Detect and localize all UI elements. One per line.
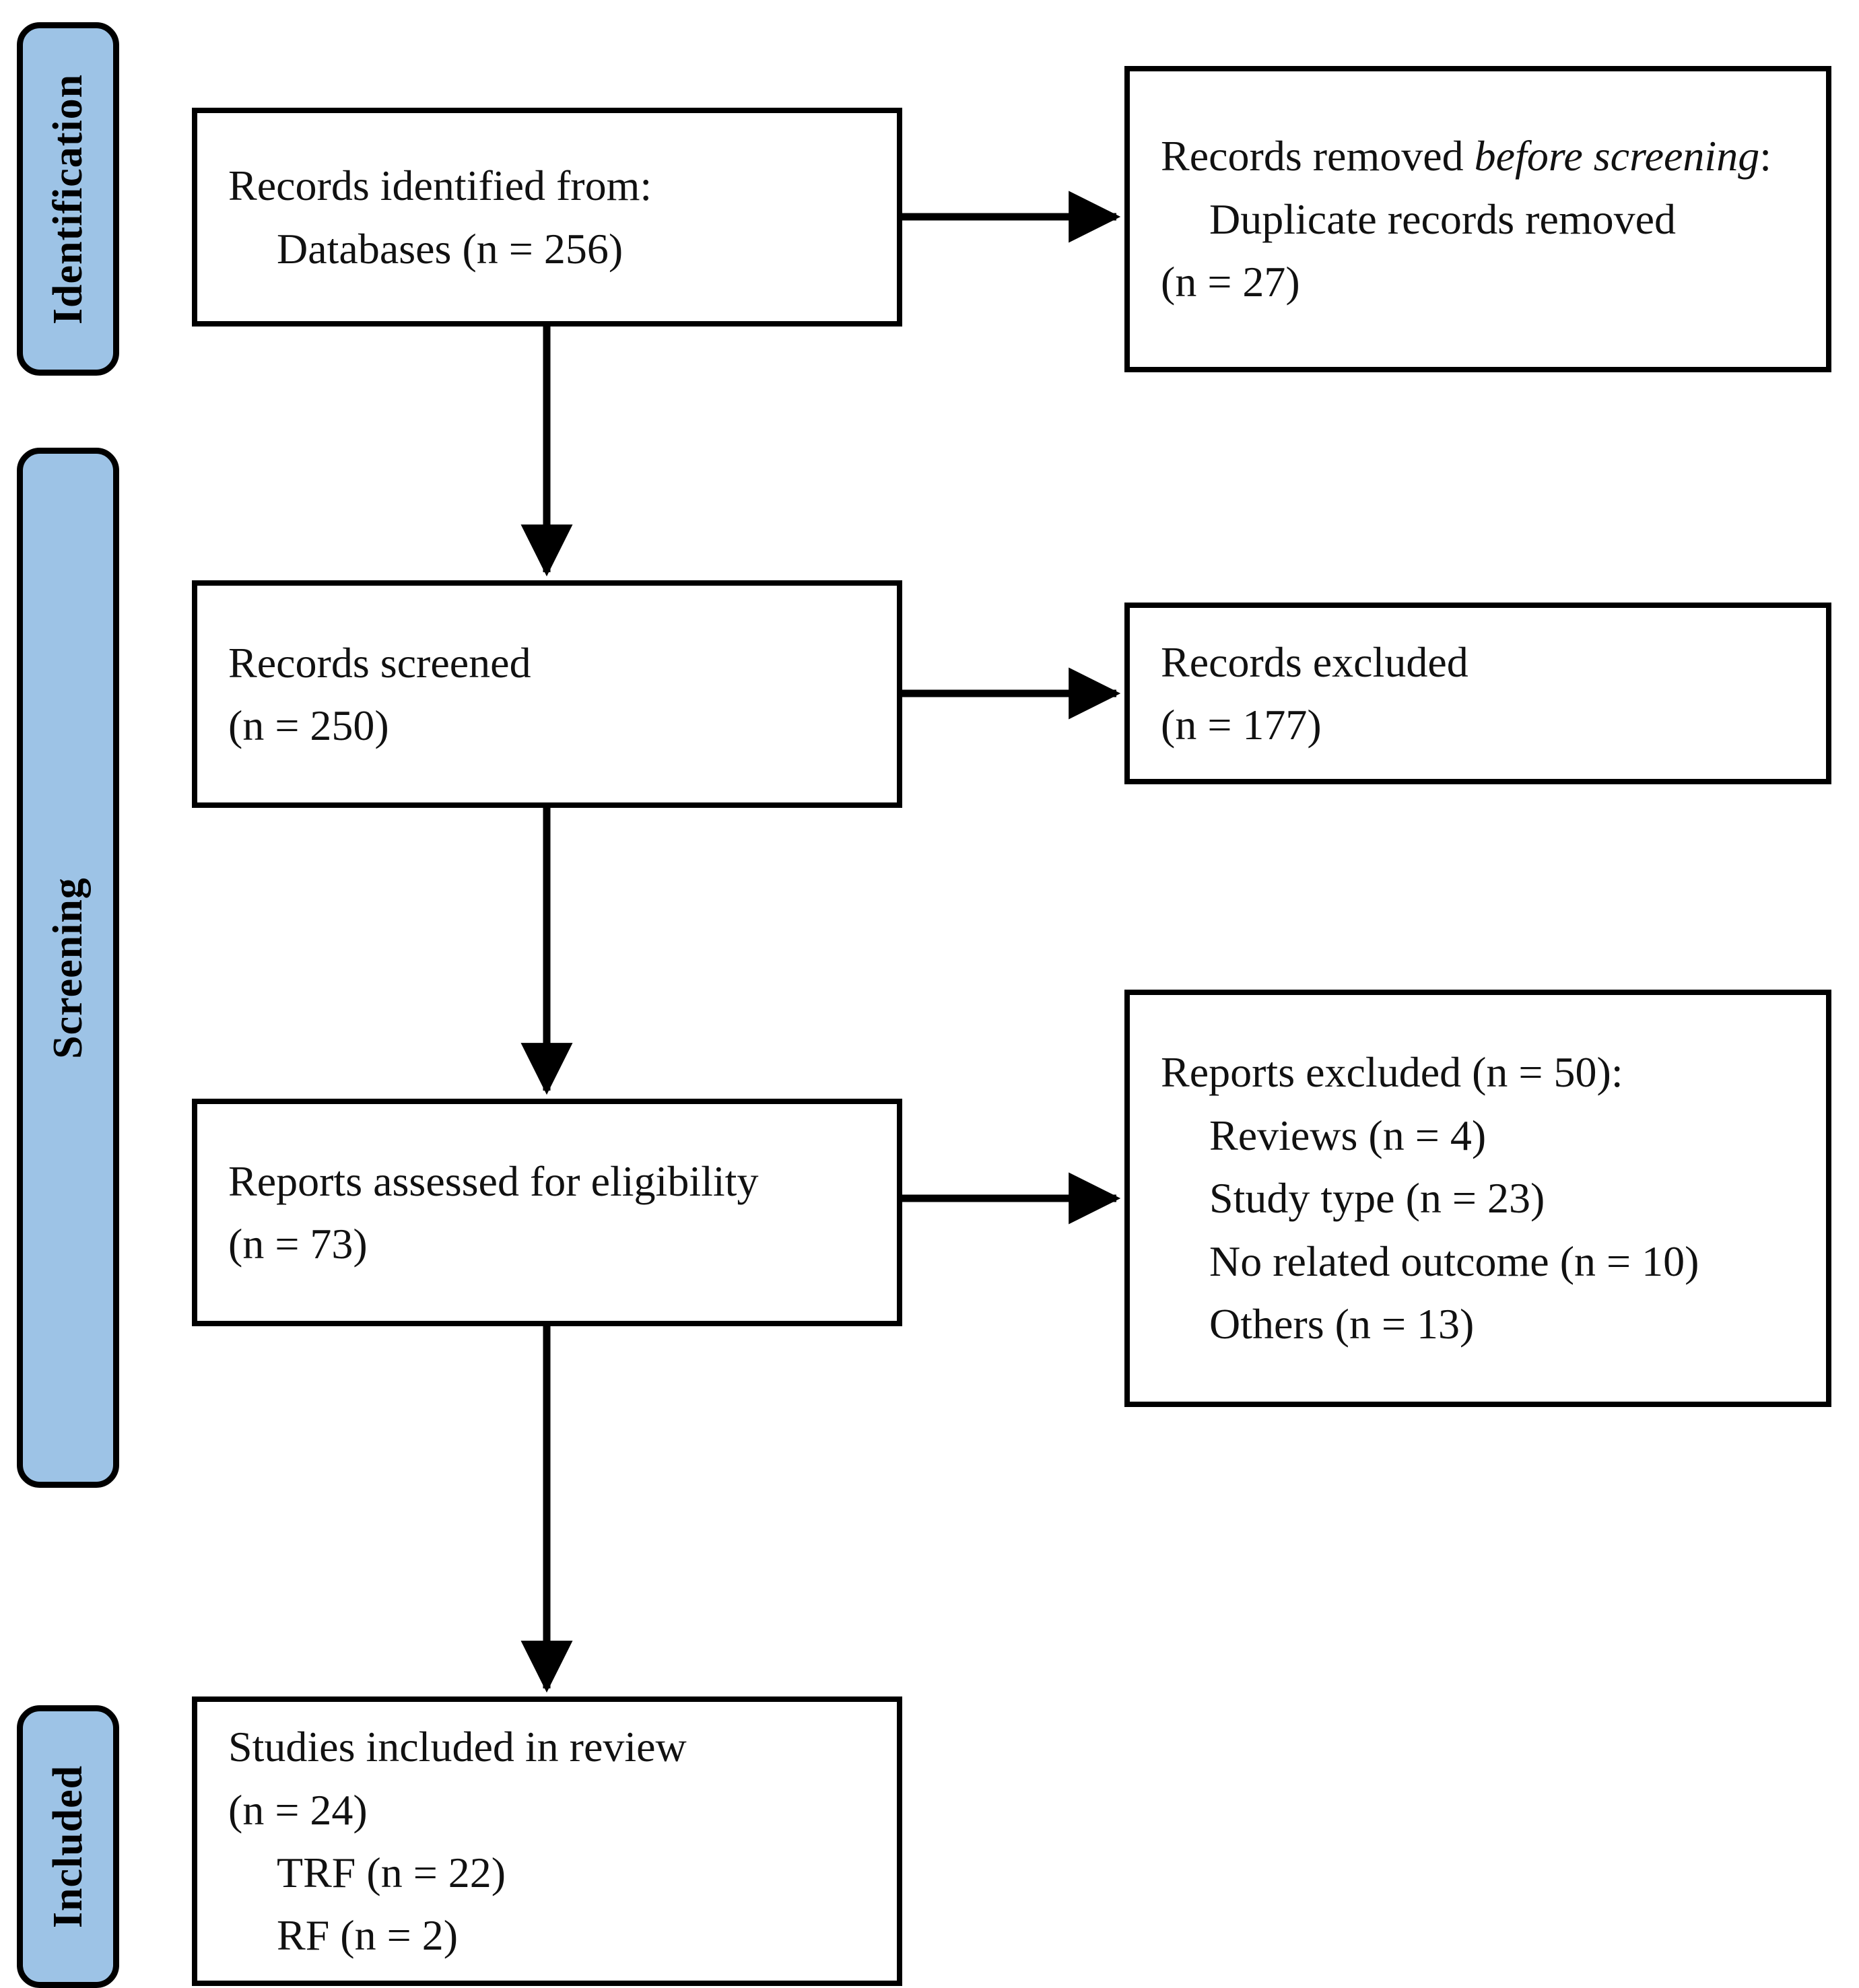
box-line: (n = 24) [228, 1785, 368, 1834]
box-line: Studies included in review [228, 1723, 687, 1771]
box-line: Reports assessed for eligibility [228, 1157, 759, 1205]
box-reports-assessed-for-eligibility: Reports assessed for eligibility (n = 73… [192, 1099, 902, 1326]
box-records-identified: Records identified from: Databases (n = … [192, 108, 902, 327]
box-line: (n = 73) [228, 1220, 368, 1268]
stage-label-screening: Screening [45, 877, 91, 1059]
box-line: Records identified from: [228, 162, 652, 210]
box-line: No related outcome (n = 10) [1209, 1237, 1699, 1285]
stage-band-screening: Screening [17, 448, 119, 1488]
box-line: Study type (n = 23) [1209, 1174, 1545, 1223]
box-reports-excluded: Reports excluded (n = 50): Reviews (n = … [1124, 990, 1831, 1407]
box-records-removed-before-screening: Records removed before screening: Duplic… [1124, 66, 1831, 372]
box-records-excluded: Records excluded (n = 177) [1124, 603, 1831, 784]
box-line-emphasis: before screening [1474, 132, 1760, 180]
box-records-screened: Records screened (n = 250) [192, 580, 902, 808]
stage-label-included: Included [45, 1764, 92, 1929]
box-line: Databases (n = 256) [277, 224, 623, 273]
box-line: Duplicate records removed [1209, 195, 1677, 243]
box-line: Reports excluded (n = 50): [1161, 1048, 1623, 1097]
box-line: Records removed before screening: [1161, 125, 1795, 187]
box-line: Records screened [228, 638, 531, 687]
stage-band-included: Included [17, 1705, 119, 1988]
box-line: TRF (n = 22) [277, 1849, 506, 1896]
box-line: Reviews (n = 4) [1209, 1111, 1487, 1159]
box-studies-included-in-review: Studies included in review (n = 24) TRF … [192, 1696, 902, 1986]
stage-label-identification: Identification [45, 73, 92, 324]
box-line: (n = 177) [1161, 701, 1322, 749]
box-line: Records excluded [1161, 638, 1468, 686]
box-line: RF (n = 2) [277, 1911, 458, 1960]
stage-band-identification: Identification [17, 22, 119, 376]
box-line-text: Records removed [1161, 132, 1475, 180]
box-line-suffix: : [1759, 132, 1771, 180]
box-line: (n = 27) [1161, 258, 1300, 306]
box-line: Others (n = 13) [1209, 1300, 1475, 1348]
box-line: (n = 250) [228, 701, 389, 749]
